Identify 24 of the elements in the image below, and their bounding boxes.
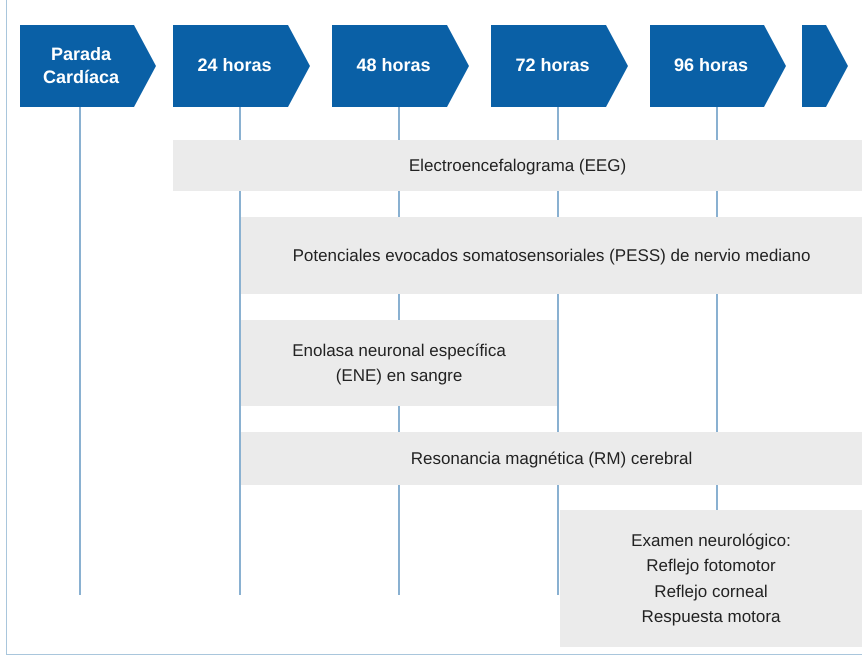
time-label: 96 horas xyxy=(672,54,750,78)
time-step-banner xyxy=(491,25,628,107)
time-label: 48 horas xyxy=(355,54,432,78)
time-step-banner xyxy=(802,25,848,107)
test-label: Resonancia magnética (RM) cerebral xyxy=(410,448,692,470)
test-bar xyxy=(560,510,862,647)
test-label: Reflejo fotomotor xyxy=(646,555,776,577)
test-label: Examen neurológico: xyxy=(631,530,791,552)
time-step-banner xyxy=(173,25,310,107)
time-label: Parada Cardíaca xyxy=(42,42,120,89)
test-bar xyxy=(173,140,862,191)
time-step-banner xyxy=(332,25,469,107)
test-label: Potenciales evocados somatosensoriales (PESS) de nervio mediano xyxy=(292,244,810,267)
time-step-banner xyxy=(20,25,156,107)
time-label: 72 horas xyxy=(514,54,591,78)
test-bar xyxy=(241,432,862,485)
time-step-banner xyxy=(650,25,786,107)
test-label: Electroencefalograma (EEG) xyxy=(408,154,626,177)
time-label: 24 horas xyxy=(196,54,273,78)
test-label: Respuesta motora xyxy=(642,606,780,628)
test-bar xyxy=(241,320,557,406)
test-label: Reflejo corneal xyxy=(654,580,768,602)
test-label: Enolasa neuronal específica (ENE) en sangre xyxy=(291,340,507,387)
test-bar xyxy=(241,217,862,294)
